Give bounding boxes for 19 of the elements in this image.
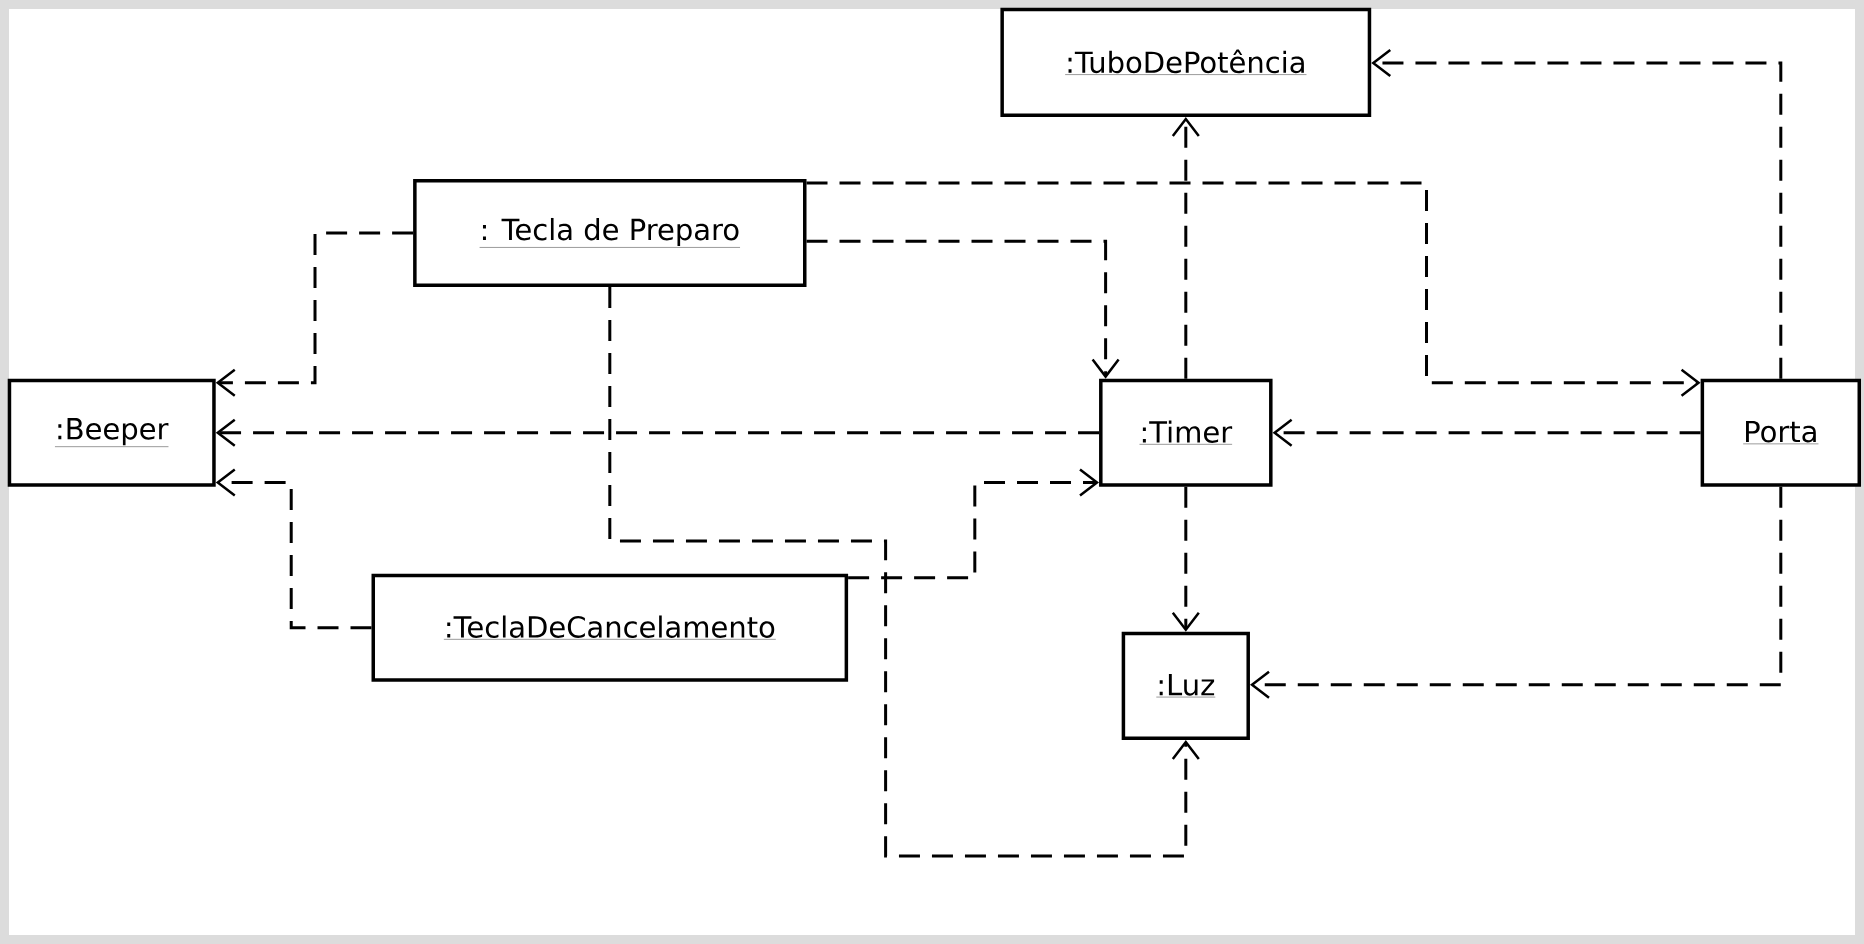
dependency-arrow xyxy=(848,468,1100,580)
dependency-arrow xyxy=(1171,486,1200,632)
object-box: :Timer xyxy=(1099,378,1273,487)
dependency-arrow xyxy=(608,287,1200,858)
object-box: :Luz xyxy=(1121,631,1250,740)
dependency-arrow xyxy=(1249,486,1783,699)
object-box: Porta xyxy=(1700,378,1861,487)
object-box: :TeclaDeCancelamento xyxy=(371,573,849,682)
dependency-arrow xyxy=(215,418,1100,447)
dependency-arrow xyxy=(806,239,1120,379)
dependency-arrow xyxy=(1272,418,1701,447)
object-box: :Beeper xyxy=(7,378,216,487)
dependency-arrow xyxy=(1171,117,1200,379)
dependency-arrow xyxy=(1371,49,1783,379)
object-box: :TuboDePotência xyxy=(1000,7,1372,118)
object-box: : Tecla de Preparo xyxy=(413,178,807,288)
dependency-arrow xyxy=(215,468,372,630)
dependency-arrow xyxy=(806,181,1701,397)
dependency-arrow xyxy=(215,231,414,397)
